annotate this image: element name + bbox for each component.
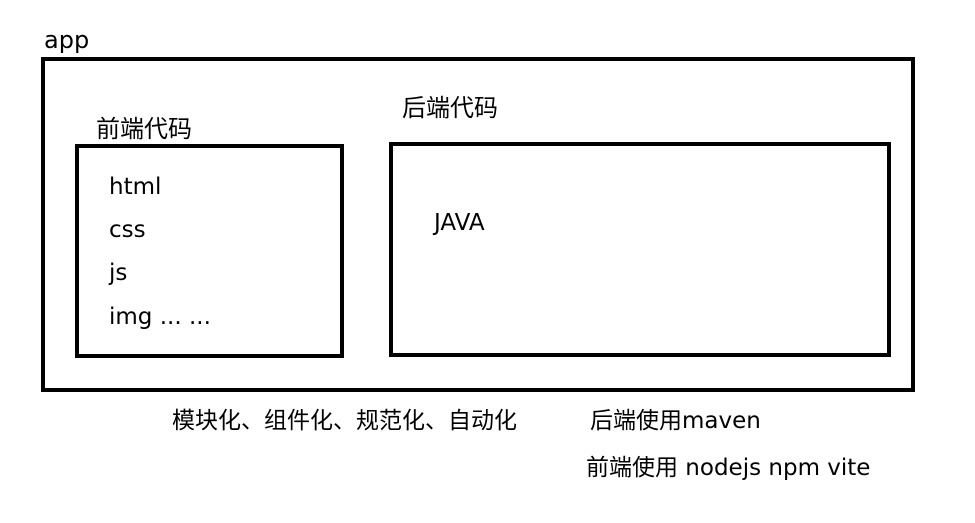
frontend-item-html: html bbox=[109, 174, 162, 200]
app-label: app bbox=[44, 26, 90, 54]
frontend-item-css: css bbox=[109, 217, 146, 243]
frontend-box bbox=[75, 144, 344, 358]
backend-title: 后端代码 bbox=[402, 94, 498, 122]
backend-box bbox=[389, 142, 891, 357]
frontend-title: 前端代码 bbox=[96, 115, 192, 143]
frontend-item-img: img ... ... bbox=[109, 304, 211, 330]
footer-frontend-tooling-note: 前端使用 nodejs npm vite bbox=[586, 455, 871, 481]
backend-item-java: JAVA bbox=[434, 210, 485, 236]
footer-backend-tooling-note: 后端使用maven bbox=[590, 408, 761, 434]
footer-modularization-note: 模块化、组件化、规范化、自动化 bbox=[172, 408, 517, 434]
frontend-item-js: js bbox=[109, 260, 128, 286]
